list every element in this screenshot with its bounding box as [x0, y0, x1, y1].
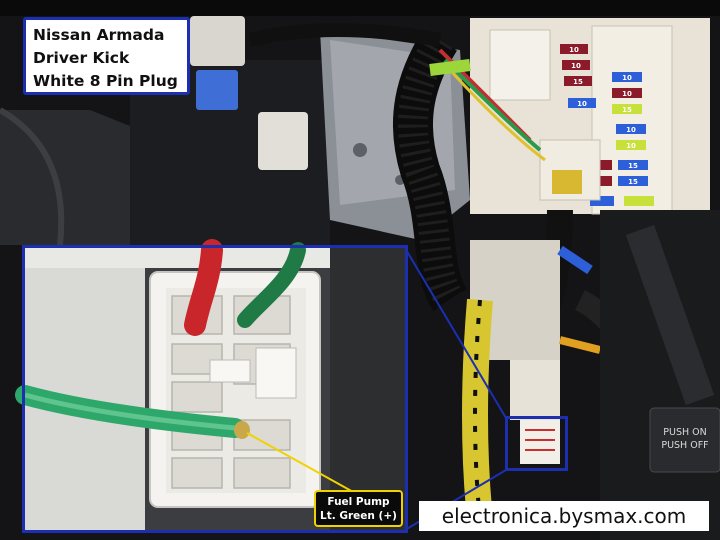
callout-circuit: Fuel Pump [327, 496, 390, 508]
title-line-vehicle: Nissan Armada [33, 26, 165, 44]
fuse-label: 10 [571, 62, 581, 70]
fuse-label: 15 [628, 178, 638, 186]
watermark: electronica.bysmax.com [419, 501, 709, 531]
fuse-label: 10 [626, 142, 636, 150]
push-on-text: PUSH ON [663, 427, 707, 438]
fuse-label: 10 [626, 126, 636, 134]
fuse-label: 10 [569, 46, 579, 54]
title-line-location: Driver Kick [33, 49, 130, 67]
fuse-label: 10 [622, 90, 632, 98]
fuse-label: 15 [628, 162, 638, 170]
fuse-label: 10 [577, 100, 587, 108]
fuse-label: 10 [622, 74, 632, 82]
connector-closeup [15, 239, 405, 530]
title-line-plug: White 8 Pin Plug [33, 72, 178, 90]
title-label: Nissan Armada Driver Kick White 8 Pin Pl… [23, 17, 190, 95]
zoom-highlight-box [505, 416, 568, 471]
fuel-pump-callout: Fuel Pump Lt. Green (+) [314, 490, 403, 527]
push-switch-label: PUSH ON PUSH OFF [655, 426, 715, 452]
fuse-label: 15 [622, 106, 632, 114]
fuse-labels: 10 10 15 10 10 10 15 10 10 15 15 [569, 46, 638, 186]
callout-wire-color: Lt. Green (+) [320, 510, 397, 522]
push-off-text: PUSH OFF [661, 440, 709, 451]
fuse-label: 15 [573, 78, 583, 86]
